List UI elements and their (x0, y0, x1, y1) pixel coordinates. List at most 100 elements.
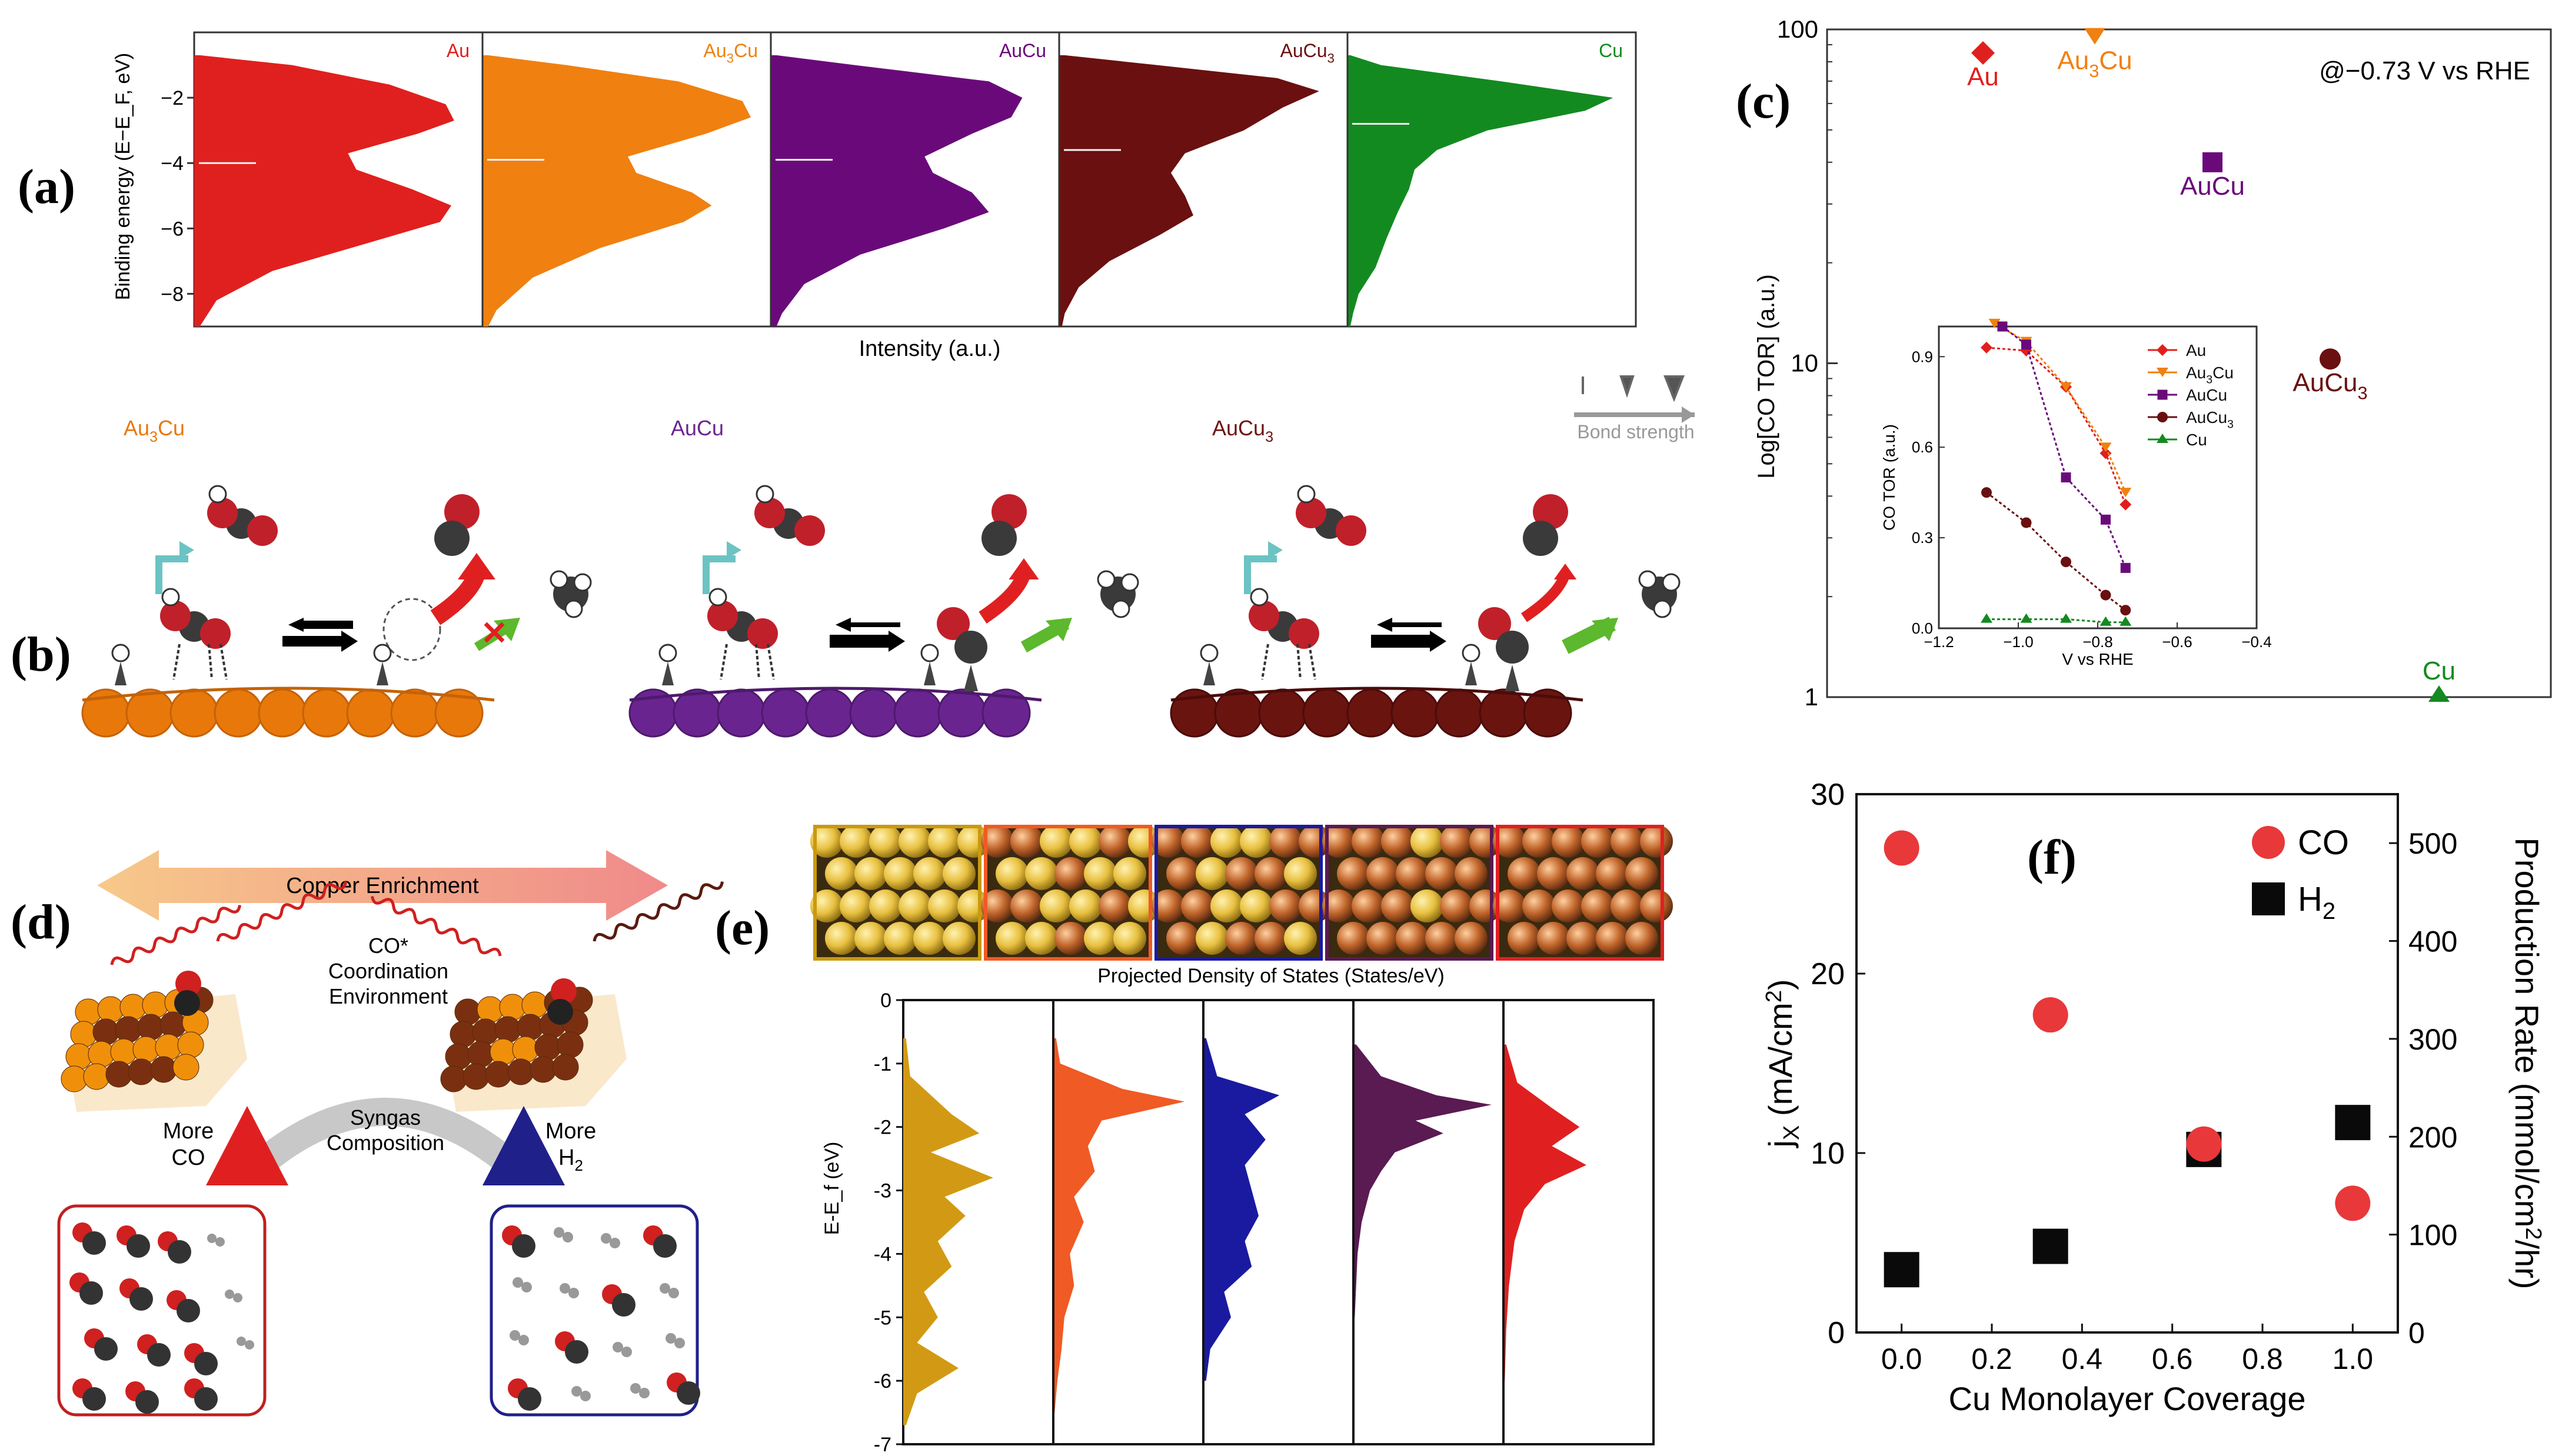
inset-legend-marker (2157, 434, 2168, 443)
slab-atom (65, 1043, 92, 1070)
tile-atom (1025, 857, 1058, 890)
scene-label-AuCu3: AuCu3 (1212, 416, 1273, 445)
tile-atom (899, 825, 931, 858)
panel-a-ytick-label: −6 (161, 218, 184, 240)
panel-f-y2tick-label: 200 (2408, 1121, 2457, 1154)
desorb-arrowhead (1009, 558, 1039, 579)
slab-atom (128, 1058, 155, 1085)
inset-xtick-label: −0.4 (2241, 633, 2271, 651)
d-right-line1: More (545, 1119, 597, 1144)
panel-e-ytick-label: -1 (874, 1053, 891, 1075)
h2-atom (207, 1234, 217, 1243)
surface-bond (377, 662, 388, 685)
free-cooh-hydrogen (1297, 485, 1316, 504)
more-h2-triangle (483, 1106, 565, 1185)
tile-atom (1381, 825, 1414, 858)
tile-atom (1596, 922, 1629, 955)
panel-e-ytick-label: -7 (874, 1434, 891, 1456)
co-point (2335, 1185, 2371, 1221)
tile-atom (1225, 857, 1258, 890)
h2-atom (666, 1333, 676, 1344)
tile-atom (1240, 889, 1273, 922)
product-hydrogen (1097, 570, 1116, 589)
co-bond (1505, 665, 1519, 691)
tile-atom (1596, 857, 1629, 890)
tile-atom (981, 889, 1014, 922)
tile-atom (1054, 857, 1087, 890)
teal-arrowhead (727, 541, 741, 559)
scene-label-AuCu: AuCu (671, 416, 724, 440)
panel-f-ytick-label: 30 (1811, 778, 1845, 812)
co-oxygen-left (175, 971, 201, 997)
d-syngas-line1: Syngas (350, 1105, 421, 1130)
gas-co-oxygen (991, 494, 1027, 529)
co-c (177, 1299, 200, 1322)
eq-arrowhead-back (288, 618, 304, 632)
tile-atom (1299, 889, 1332, 922)
slab-atom (530, 1056, 557, 1083)
co-c (518, 1387, 541, 1411)
panel-e-surface-tiles (810, 825, 1673, 961)
h2-atom (580, 1391, 591, 1401)
surface-bond (1203, 662, 1215, 685)
substrate-atom (1214, 688, 1263, 738)
slab-atom (521, 991, 548, 1018)
point-label-Cu: Cu (2423, 657, 2455, 685)
panel-f-ytick-label: 10 (1811, 1137, 1845, 1171)
surface-hydrogen (111, 644, 130, 662)
slab-au-rich (61, 987, 247, 1112)
h2-atom (215, 1237, 225, 1247)
tile-atom (1113, 922, 1146, 955)
inset-legend-marker (2157, 344, 2168, 356)
inset-legend-label-main: Cu (2186, 431, 2207, 449)
panel-f-xtick-label: 0.6 (2152, 1342, 2193, 1375)
scene-AuCu: AuCu (628, 416, 1139, 738)
dos-label-Au3Cu-tail: Cu (734, 40, 758, 61)
co-point (2186, 1126, 2222, 1162)
wave-right-2 (593, 881, 724, 942)
product-hydrogen (1112, 599, 1130, 618)
substrate-atom (1302, 688, 1352, 738)
slab-atom (557, 1031, 584, 1058)
h2-point (1884, 1252, 1919, 1288)
inset-ytick-label: 0.0 (1912, 619, 1933, 637)
co-c (677, 1381, 700, 1405)
inset-legend-label-main: AuCu (2186, 408, 2227, 427)
tile-atom (1113, 857, 1146, 890)
pdos-area-3 (1203, 1038, 1280, 1381)
dos-label-AuCu3: AuCu3 (1280, 40, 1335, 66)
inset-legend-label: Cu (2186, 431, 2207, 449)
d-syngas-line2: Composition (327, 1131, 444, 1155)
tile-atom (1537, 857, 1570, 890)
inset-line-AuCu3 (1986, 491, 2127, 611)
dos-label-Au: Au (447, 40, 470, 61)
inset-ytick-label: 0.9 (1912, 348, 1933, 365)
co-carbon-right (547, 999, 573, 1025)
d-right-h2: H2 (558, 1145, 583, 1174)
eq-arrowhead-back (836, 618, 851, 632)
panel-f-y2label: Production Rate (mmol/cm2/hr) (2508, 837, 2546, 1289)
scene-label-Au3Cu-sub: 3 (149, 429, 158, 445)
h2-atom (613, 1342, 623, 1352)
surface-hydrogen (920, 644, 939, 662)
eq-arrowhead-back (1377, 618, 1392, 632)
h2-atom (568, 1288, 579, 1298)
co-c (612, 1293, 635, 1317)
substrate-atom (717, 688, 766, 738)
tile-atom (884, 922, 917, 955)
cooh-bond (172, 644, 228, 680)
panel-e-axes: 0-1-2-3-4-5-6-7 (874, 989, 1655, 1456)
substrate-atom (1390, 688, 1440, 738)
inset-legend-marker (2157, 368, 2168, 377)
panel-f-xtick-label: 0.4 (2062, 1342, 2103, 1375)
eq-arrowhead-fwd (341, 631, 358, 652)
dos-area-AuCu3 (1059, 55, 1319, 326)
panel-a-ytick-label: −2 (161, 87, 184, 109)
h2-atom (233, 1293, 242, 1302)
slab-atom (463, 1063, 490, 1090)
inset-legend-label-main: Au (2186, 341, 2206, 359)
slab-atom (132, 1036, 159, 1063)
